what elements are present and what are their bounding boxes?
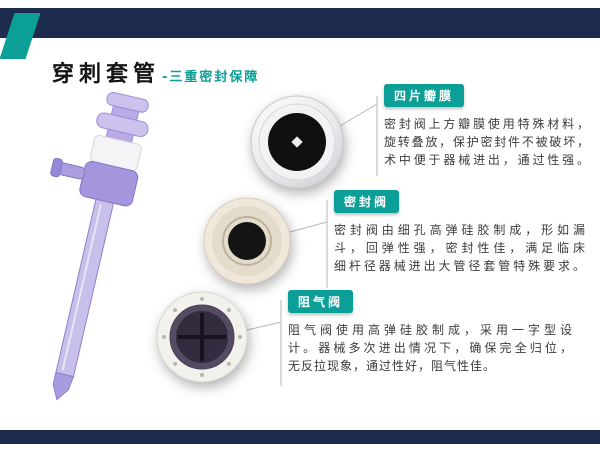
top-bar	[0, 8, 600, 38]
callout-text-line: 术中便于器械进出，通过性强。	[384, 153, 590, 167]
callout-text-line: 密封阀由细孔高弹硅胶制成，形如漏	[334, 223, 586, 237]
callout-four-petal-valve: 四片瓣膜 密封阀上方瓣膜使用特殊材料， 旋转叠放，保护密封件不被破坏， 术中便于…	[384, 84, 590, 169]
callout-label: 密封阀	[334, 190, 400, 213]
seal-valve-image	[203, 197, 291, 285]
callout-text-line: 旋转叠放，保护密封件不被破坏，	[384, 135, 590, 149]
trocar-product-image	[15, 88, 205, 422]
title-text: 穿刺套管	[52, 62, 161, 87]
callout-text: 密封阀由细孔高弹硅胶制成，形如漏 斗，回弹性强，密封性佳，满足临床 细杆径器械进…	[334, 221, 586, 275]
subtitle-text: -三重密封保障	[162, 70, 260, 85]
callout-text-line: 细杆径器械进出大管径套管特殊要求。	[334, 259, 586, 273]
callout-text-line: 密封阀上方瓣膜使用特殊材料，	[384, 117, 590, 131]
callout-label: 阻气阀	[288, 290, 354, 313]
callout-text: 阻气阀使用高弹硅胶制成，采用一字型设 计。器械多次进出情况下，确保完全归位， 无…	[288, 321, 573, 375]
bottom-bar	[0, 430, 600, 444]
callout-text-line: 阻气阀使用高弹硅胶制成，采用一字型设	[288, 323, 573, 337]
callout-label: 四片瓣膜	[384, 84, 465, 107]
gas-block-valve-photo	[156, 291, 248, 387]
callout-text: 密封阀上方瓣膜使用特殊材料， 旋转叠放，保护密封件不被破坏， 术中便于器械进出，…	[384, 115, 590, 169]
four-petal-valve-photo	[249, 94, 345, 194]
four-petal-valve-image	[250, 95, 344, 189]
callout-seal-valve: 密封阀 密封阀由细孔高弹硅胶制成，形如漏 斗，回弹性强，密封性佳，满足临床 细杆…	[334, 190, 586, 275]
gas-block-valve-image	[156, 291, 248, 383]
trocar-illustration	[50, 91, 149, 401]
callout-text-line: 无反拉现象，通过性好，阻气性佳。	[288, 359, 497, 373]
callout-gas-block-valve: 阻气阀 阻气阀使用高弹硅胶制成，采用一字型设 计。器械多次进出情况下，确保完全归…	[288, 290, 573, 375]
page-title: 穿刺套管 -三重密封保障	[52, 56, 259, 88]
seal-valve-photo	[202, 196, 292, 290]
callout-text-line: 斗，回弹性强，密封性佳，满足临床	[334, 241, 586, 255]
callout-text-line: 计。器械多次进出情况下，确保完全归位，	[288, 341, 573, 355]
